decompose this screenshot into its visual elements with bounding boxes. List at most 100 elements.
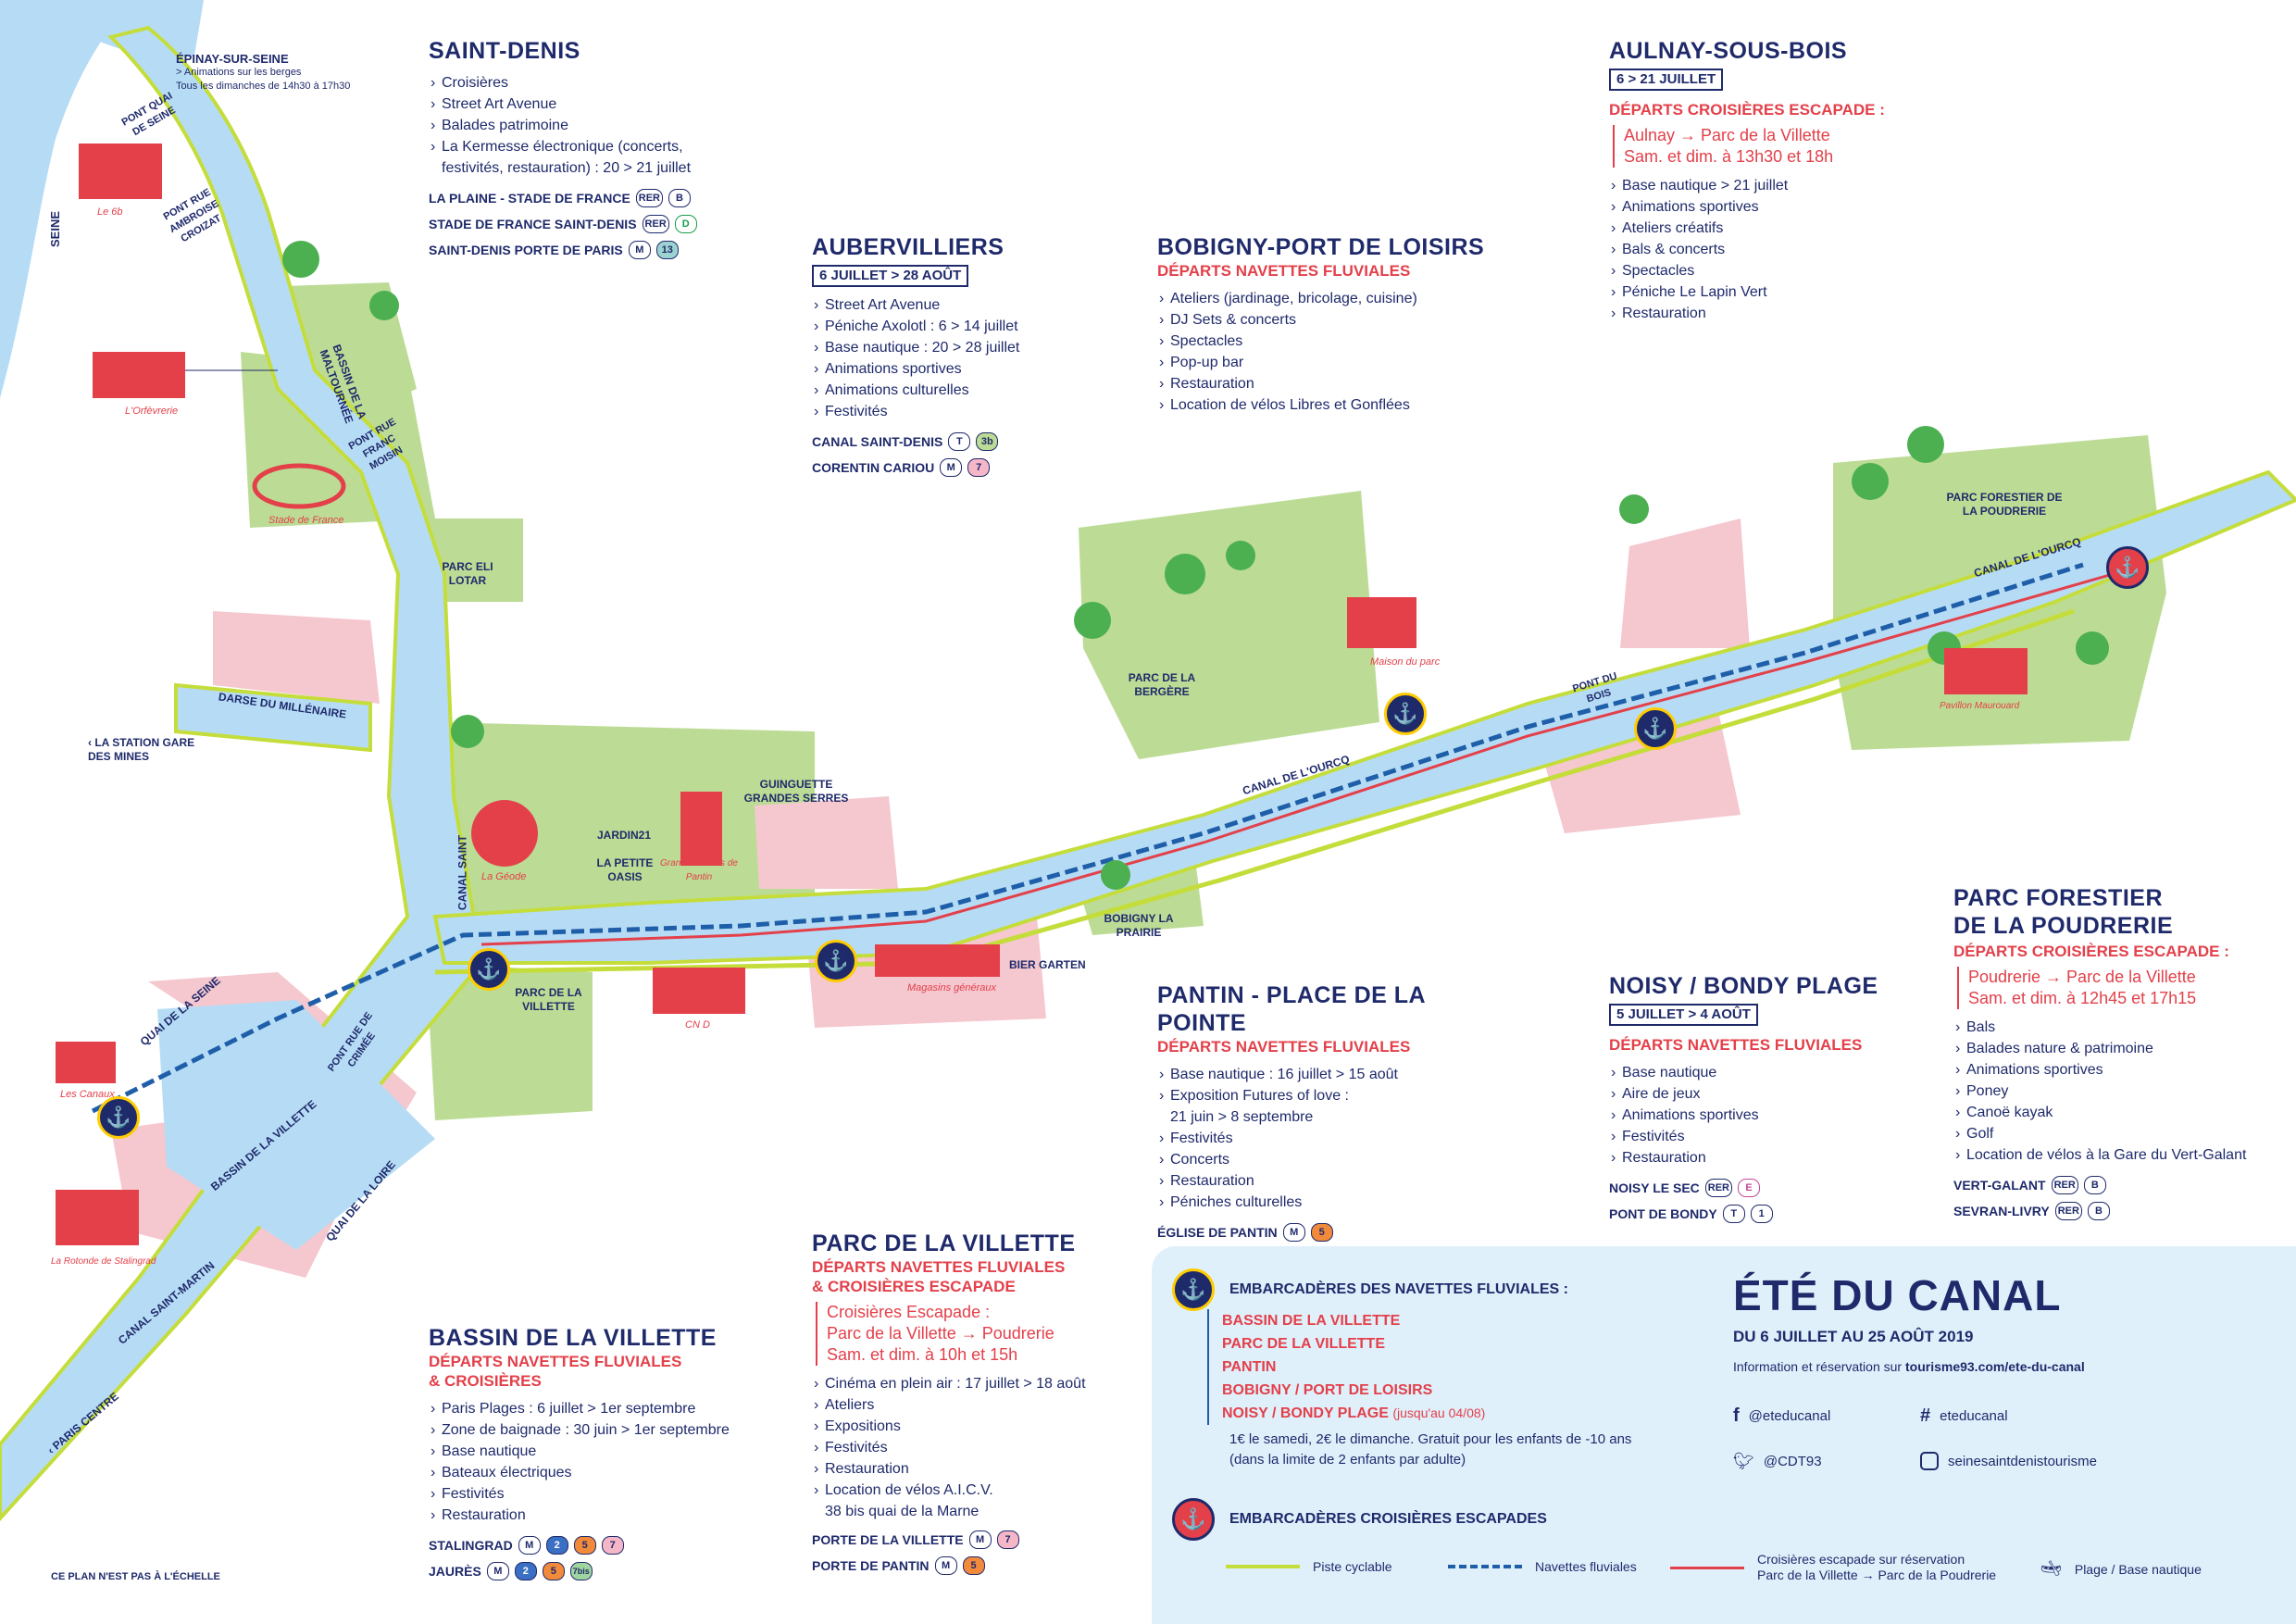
list-item: Ateliers créatifs — [1609, 218, 1915, 239]
list-item: Festivités — [1609, 1126, 1887, 1147]
list-item: Péniches culturelles — [1157, 1192, 1491, 1213]
noisy-subtitle: DÉPARTS NAVETTES FLUVIALES — [1609, 1036, 1863, 1054]
list-item: Bals — [1953, 1017, 2268, 1038]
croisieres-title: EMBARCADÈRES CROISIÈRES ESCAPADES — [1229, 1511, 1547, 1527]
info-line: Information et réservation sur tourisme9… — [1733, 1359, 2085, 1374]
seine-river — [0, 0, 139, 398]
anchor-noisy-icon[interactable]: ⚓ — [1634, 707, 1677, 750]
facebook-icon: f — [1733, 1405, 1740, 1426]
label-epinay: ÉPINAY-SUR-SEINE > Animations sur les be… — [176, 52, 351, 92]
pantin-title: PANTIN - PLACE DE LA POINTE — [1157, 982, 1426, 1036]
building-maison-parc — [1347, 597, 1416, 648]
list-item: Cinéma en plein air : 17 juillet > 18 ao… — [812, 1373, 1108, 1394]
label-maison-parc: Maison du parc — [1370, 656, 1441, 668]
building-grands-moulins — [680, 792, 722, 866]
panel-noisy: NOISY / BONDY PLAGE 5 JUILLET > 4 AOÛT D… — [1609, 972, 1887, 1226]
label-canal-sd: CANAL SAINT — [455, 834, 469, 911]
noisy-list: Base nautique Aire de jeux Animations sp… — [1609, 1062, 1887, 1168]
bassin-title: BASSIN DE LA VILLETTE — [429, 1325, 717, 1351]
croisiere-route — [480, 568, 2130, 946]
list-item: Animations sportives — [812, 358, 1090, 380]
facebook-link[interactable]: f@eteducanal — [1733, 1405, 1831, 1426]
label-le6b: Le 6b — [97, 206, 123, 218]
list-item: Animations sportives — [1953, 1059, 2268, 1081]
aulnay-dates: 6 > 21 JUILLET — [1609, 69, 1724, 91]
list-item: La Kermesse électronique (concerts, fest… — [429, 136, 706, 179]
anchor-parc-villette-icon[interactable]: ⚓ — [468, 948, 510, 991]
villette-title: PARC DE LA VILLETTE — [812, 1230, 1076, 1256]
list-item: Poney — [1953, 1081, 2268, 1102]
list-item: Base nautique — [429, 1441, 734, 1462]
info-link[interactable]: tourisme93.com/ete-du-canal — [1904, 1359, 2085, 1374]
canal-saint-denis — [0, 25, 484, 1521]
list-item: Location de vélos A.I.C.V. 38 bis quai d… — [812, 1480, 1010, 1522]
bassin-list: Paris Plages : 6 juillet > 1er septembre… — [429, 1398, 734, 1526]
list-item: Bateaux électriques — [429, 1462, 734, 1483]
list-item: Street Art Avenue — [812, 294, 1090, 316]
panel-aubervilliers: AUBERVILLIERS 6 JUILLET > 28 AOÛT Street… — [812, 233, 1090, 480]
villette-subtitle: DÉPARTS NAVETTES FLUVIALES& CROISIÈRES E… — [812, 1258, 1066, 1295]
list-item: Location de vélos Libres et Gonflées — [1157, 394, 1491, 416]
label-petite-oasis: LA PETITE OASIS — [596, 856, 654, 883]
list-item: Festivités — [1157, 1128, 1491, 1149]
aubervilliers-title: AUBERVILLIERS — [812, 234, 1004, 260]
aubervilliers-list: Street Art Avenue Péniche Axolotl : 6 > … — [812, 294, 1090, 422]
twitter-icon: 🐦︎ — [1733, 1452, 1754, 1470]
label-geode: La Géode — [481, 871, 527, 882]
trees — [282, 241, 2109, 890]
park-bergere — [1079, 491, 1379, 759]
park-villette — [435, 722, 815, 954]
hashtag-link[interactable]: #eteducanal — [1920, 1405, 2008, 1426]
event-dates: DU 6 JUILLET AU 25 AOÛT 2019 — [1733, 1328, 1974, 1345]
list-item: Festivités — [812, 1437, 1108, 1458]
list-item: Street Art Avenue — [429, 94, 706, 115]
tarif: 1€ le samedi, 2€ le dimanche. Gratuit po… — [1229, 1431, 1632, 1468]
list-item: Balades nature & patrimoine — [1953, 1038, 2268, 1059]
list-item: PARC DE LA VILLETTE — [1222, 1336, 1385, 1352]
anchor-bobigny-icon[interactable]: ⚓ — [1384, 693, 1427, 735]
aubervilliers-dates: 6 JUILLET > 28 AOÛT — [812, 265, 969, 287]
building-magasins — [875, 944, 1000, 977]
legend-plage: 🛶︎Plage / Base nautique — [2040, 1559, 2202, 1578]
anchor-pantin-icon[interactable]: ⚓ — [815, 940, 857, 982]
bobigny-title: BOBIGNY-PORT DE LOISIRS — [1157, 234, 1485, 260]
anchor-bassin-villette-icon[interactable]: ⚓ — [97, 1096, 140, 1139]
villette-list: Cinéma en plein air : 17 juillet > 18 ao… — [812, 1373, 1108, 1522]
panel-pantin: PANTIN - PLACE DE LA POINTE DÉPARTS NAVE… — [1157, 981, 1491, 1244]
list-item: Expositions — [812, 1416, 1108, 1437]
list-item: PANTIN — [1222, 1359, 1277, 1375]
instagram-link[interactable]: seinesaintdenistourisme — [1920, 1452, 2097, 1470]
label-cnd: CN D — [685, 1019, 710, 1031]
label-rotonde: La Rotonde de Stalingrad — [51, 1256, 156, 1267]
navettes-title: EMBARCADÈRES DES NAVETTES FLUVIALES : — [1229, 1281, 1568, 1297]
list-item: Restauration — [1157, 373, 1491, 394]
list-item: Concerts — [1157, 1149, 1491, 1170]
list-item: BOBIGNY / PORT DE LOISIRS — [1222, 1382, 1433, 1398]
label-magasins: Magasins généraux — [907, 982, 997, 993]
navettes-list: BASSIN DE LA VILLETTE PARC DE LA VILLETT… — [1207, 1309, 1485, 1425]
list-item: Restauration — [1157, 1170, 1491, 1192]
saint-denis-title: SAINT-DENIS — [429, 38, 580, 64]
pantin-subtitle: DÉPARTS NAVETTES FLUVIALES — [1157, 1038, 1411, 1056]
label-jardin21: JARDIN21 — [597, 829, 652, 842]
anchor-navettes-icon: ⚓ — [1172, 1268, 1215, 1311]
anchor-poudrerie-icon[interactable]: ⚓ — [2106, 546, 2149, 589]
building-rotonde — [56, 1190, 139, 1245]
building-6b — [79, 144, 162, 199]
page-title: ÉTÉ DU CANAL — [1733, 1271, 2062, 1319]
list-item: Base nautique > 21 juillet — [1609, 175, 1915, 196]
noisy-dates: 5 JUILLET > 4 AOÛT — [1609, 1004, 1758, 1026]
geode-icon — [471, 800, 538, 867]
list-item: DJ Sets & concerts — [1157, 309, 1491, 331]
stade-de-france-icon — [252, 463, 346, 509]
twitter-link[interactable]: 🐦︎@CDT93 — [1733, 1452, 1822, 1470]
park-villette-south — [426, 963, 593, 1120]
